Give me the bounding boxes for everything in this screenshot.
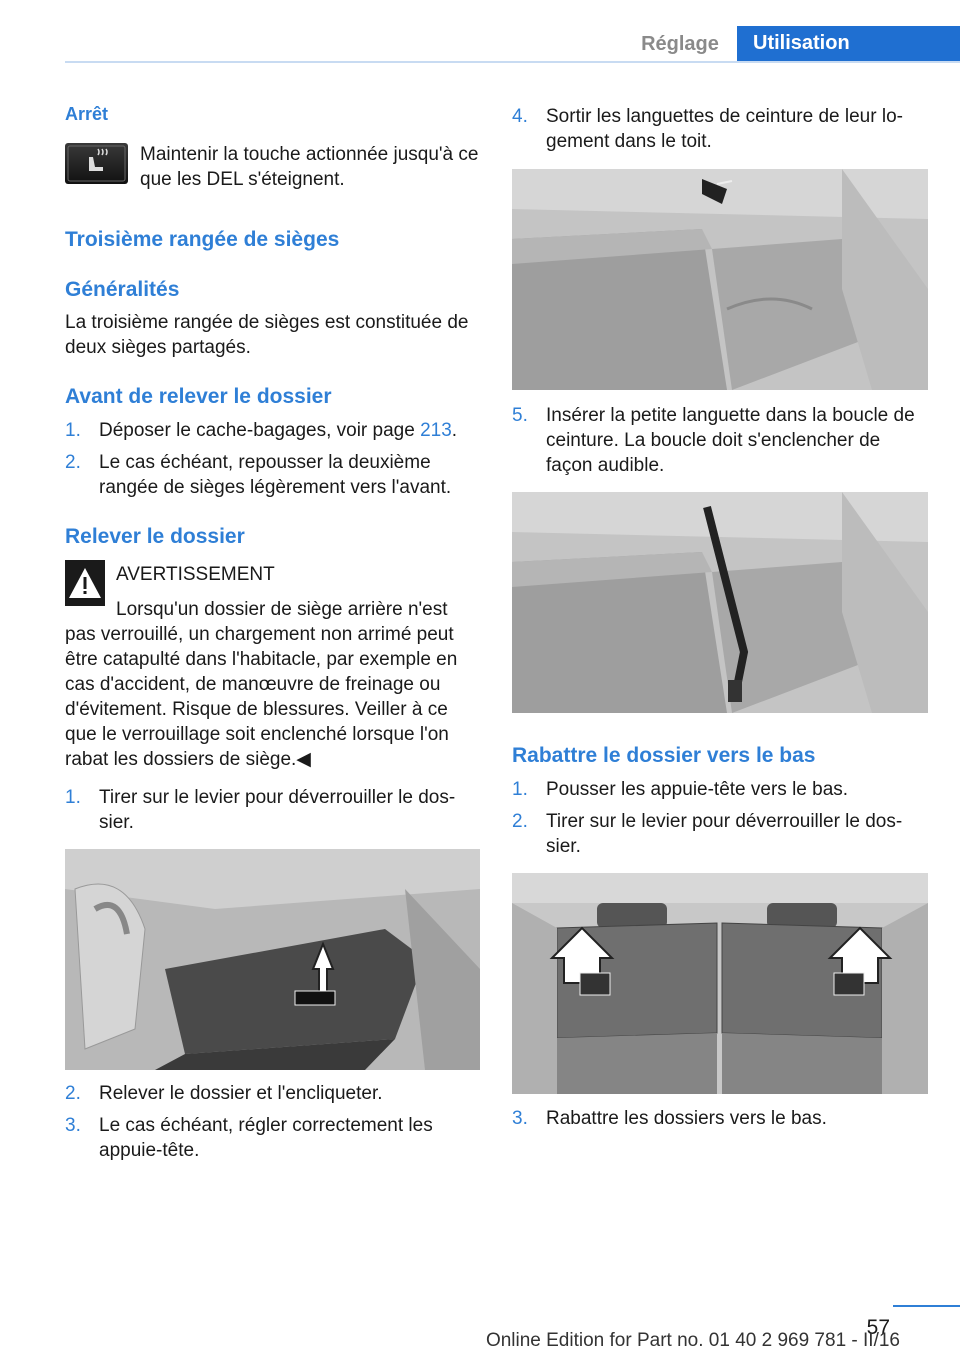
list-item: 3. Le cas échéant, régler correctement l…: [65, 1113, 480, 1163]
photo-seat-lever: [65, 849, 480, 1070]
list-text: Tirer sur le levier pour déverrouiller l…: [546, 811, 903, 857]
relever-title: Relever le dossier: [65, 525, 245, 548]
warning-title: AVERTISSEMENT: [116, 564, 275, 585]
list-item: 2. Le cas échéant, repousser la deuxième…: [65, 450, 480, 500]
list-number: 1.: [65, 420, 81, 441]
list-item: 4. Sortir les languettes de ceinture de …: [512, 104, 928, 154]
list-item: 1. Déposer le cache-bagages, voir page 2…: [65, 418, 480, 443]
list-text: Le cas échéant, régler correctement les …: [99, 1115, 433, 1161]
avant-title: Avant de relever le dossier: [65, 385, 332, 408]
warning-triangle-icon: [65, 560, 105, 606]
generalites-title: Généralités: [65, 278, 180, 301]
list-item: 1. Pousser les appuie-tête vers le bas.: [512, 777, 928, 802]
list-text: Insérer la petite languette dans la bouc…: [546, 405, 915, 476]
tab-reglage[interactable]: Réglage: [641, 33, 719, 55]
generalites-text: La troisième rangée de sièges est consti…: [65, 312, 469, 358]
photo-belt-tongues: [512, 169, 928, 390]
list-item: 3. Rabattre les dossiers vers le bas.: [512, 1106, 928, 1131]
list-number: 4.: [512, 106, 528, 127]
list-text: Tirer sur le levier pour déverrouiller l…: [99, 787, 456, 833]
list-number: 3.: [512, 1108, 528, 1129]
list-number: 2.: [65, 452, 81, 473]
rabattre-title: Rabattre le dossier vers le bas: [512, 744, 816, 767]
list-number: 1.: [65, 787, 81, 808]
list-number: 2.: [65, 1083, 81, 1104]
list-text: Rabattre les dossiers vers le bas.: [546, 1108, 827, 1129]
list-number: 3.: [65, 1115, 81, 1136]
warning-text: Lorsqu'un dossier de siège arrière n'est…: [65, 599, 458, 770]
edition-footer: Online Edition for Part no. 01 40 2 969 …: [485, 1330, 900, 1351]
list-text: Le cas échéant, repousser la deuxième ra…: [99, 452, 452, 498]
photo-rear-seats: [512, 873, 928, 1094]
arret-text: Maintenir la touche actionnée jusqu'à ce…: [140, 144, 479, 190]
section-title: Troisième rangée de sièges: [65, 228, 340, 251]
list-item: 2. Relever le dossier et l'encliqueter.: [65, 1081, 480, 1106]
list-item: 5. Insérer la petite languette dans la b…: [512, 403, 928, 479]
list-text: Relever le dossier et l'encliqueter.: [99, 1083, 383, 1104]
tab-utilisation[interactable]: Utilisation: [737, 26, 960, 62]
seat-heating-button-icon: [65, 143, 128, 184]
page-number: 57: [866, 1316, 890, 1339]
footer-rule: [893, 1305, 960, 1307]
page-link[interactable]: 213: [420, 420, 452, 441]
list-item: 2. Tirer sur le levier pour déverrouille…: [512, 809, 928, 859]
list-text: Pousser les appuie-tête vers le bas.: [546, 779, 849, 800]
list-number: 1.: [512, 779, 528, 800]
list-text: Déposer le cache-bagages, voir page 213.: [99, 420, 458, 441]
photo-belt-buckle: [512, 492, 928, 713]
list-text: Sortir les languettes de ceinture de leu…: [546, 106, 903, 152]
header-divider: [65, 61, 960, 63]
list-item: 1. Tirer sur le levier pour déverrouille…: [65, 785, 480, 835]
arret-label: Arrêt: [65, 104, 109, 124]
list-number: 5.: [512, 405, 528, 426]
list-number: 2.: [512, 811, 528, 832]
